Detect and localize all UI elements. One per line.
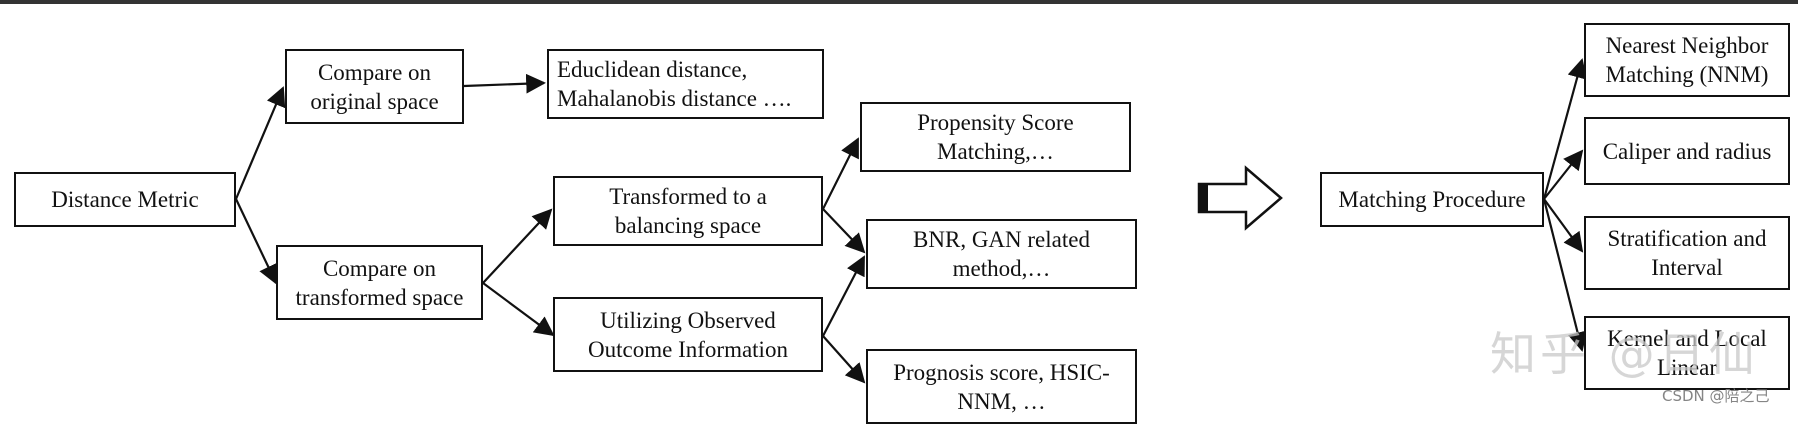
arrow-mp-caliper [1543, 149, 1584, 200]
arrow-outcome-prognosis [822, 335, 866, 384]
node-transformed-balancing: Transformed to a balancing space [553, 176, 823, 246]
credit-text: CSDN @陪之己 [1662, 387, 1770, 405]
node-kernel: Kernel and Local Linear [1584, 316, 1790, 390]
arrow-balancing-propensity [822, 137, 859, 210]
node-distance-metric: Distance Metric [14, 172, 236, 227]
node-nnm: Nearest Neighbor Matching (NNM) [1584, 23, 1790, 97]
node-caliper: Caliper and radius [1584, 117, 1790, 185]
arrow-mp-kernel [1542, 198, 1588, 352]
node-bnr-gan: BNR, GAN related method,… [866, 219, 1137, 289]
arrow-transformed-balancing [482, 208, 553, 284]
connector-arrows [234, 58, 1588, 384]
arrow-dm-transformed [235, 198, 278, 285]
block-arrow-icon [1197, 165, 1283, 231]
top-border [0, 0, 1798, 4]
arrow-original-euclid [463, 73, 546, 94]
arrow-mp-nnm [1542, 58, 1587, 200]
watermark: 知乎 @日仙 [1490, 327, 1759, 381]
node-compare-transformed: Compare on transformed space [276, 245, 483, 320]
node-utilizing-outcome: Utilizing Observed Outcome Information [553, 297, 823, 372]
node-compare-original: Compare on original space [285, 49, 464, 124]
arrow-transformed-outcome [482, 282, 555, 337]
node-stratification: Stratification and Interval [1584, 216, 1790, 290]
node-matching-procedure: Matching Procedure [1320, 172, 1544, 227]
node-prognosis: Prognosis score, HSIC- NNM, … [866, 349, 1137, 424]
arrow-balancing-bnr [822, 208, 866, 254]
node-euclidean: Educlidean distance, Mahalanobis distanc… [547, 49, 824, 119]
node-propensity: Propensity Score Matching,… [860, 102, 1131, 172]
arrow-dm-original [234, 86, 286, 200]
arrow-outcome-bnr [822, 255, 865, 337]
arrow-mp-stratification [1543, 198, 1584, 253]
